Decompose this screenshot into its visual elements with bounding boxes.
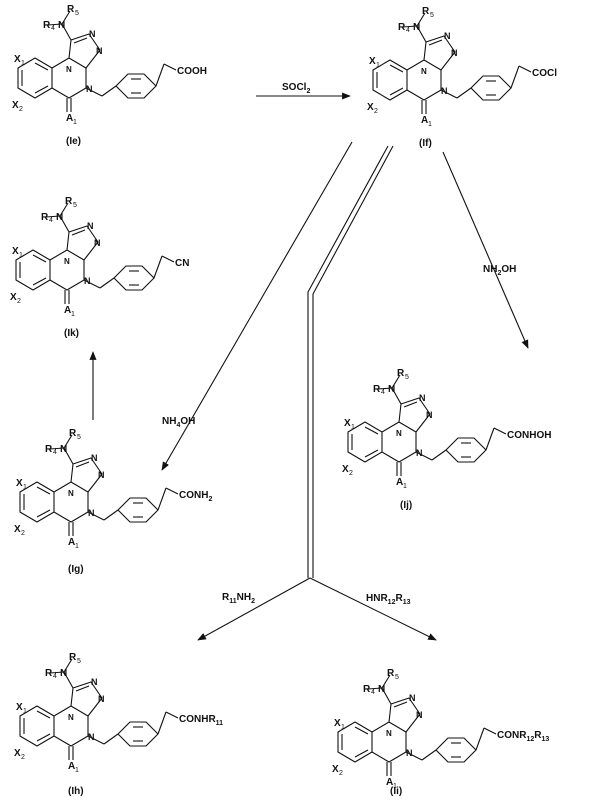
x1-subscript: 1	[351, 424, 355, 431]
reagent-nh2oh: NH2OH	[483, 264, 516, 277]
label-ih: (Ih)	[68, 786, 84, 797]
arrow-nh4oh	[161, 141, 353, 471]
arrow-hnr12r13	[309, 577, 437, 641]
arrow-nh2oh	[442, 151, 529, 349]
reagent-nh4oh: NH4OH	[162, 416, 195, 429]
x2-subscript: 2	[21, 530, 25, 537]
x2-subscript: 2	[17, 298, 21, 305]
conr12r13-group: CONR12R13	[497, 730, 549, 743]
compound-ii: 4 5 1 2 1 CONR12R13 (Ii)	[331, 667, 549, 797]
x1-subscript: 1	[21, 60, 25, 67]
branch-double-line	[307, 145, 394, 578]
label-ii: (Ii)	[390, 786, 402, 797]
compound-ie: 4 5 1 2 1 COOH (Ie)	[11, 3, 207, 147]
arrow-r11nh2	[197, 577, 311, 641]
r5-subscript: 5	[77, 434, 81, 441]
x2-subscript: 2	[349, 470, 353, 477]
a1-subscript: 1	[75, 767, 79, 774]
label-ig: (Ig)	[68, 564, 84, 575]
conhoh-group: CONHOH	[507, 430, 551, 441]
label-if: (If)	[419, 138, 432, 149]
x2-subscript: 2	[339, 770, 343, 777]
x2-subscript: 2	[374, 108, 378, 115]
a1-subscript: 1	[71, 311, 75, 318]
reagent-r11nh2: R11NH2	[222, 592, 255, 605]
r4-subscript: 4	[49, 217, 53, 224]
reagent-hnr12r13: HNR12R13	[366, 593, 411, 606]
r5-subscript: 5	[73, 202, 77, 209]
cooh-group: COOH	[177, 66, 207, 77]
a1-subscript: 1	[75, 543, 79, 550]
r5-subscript: 5	[430, 12, 434, 19]
a1-subscript: 1	[403, 483, 407, 490]
label-ij: (Ij)	[400, 500, 412, 511]
x1-subscript: 1	[19, 252, 23, 259]
a1-subscript: 1	[73, 119, 77, 126]
r4-subscript: 4	[51, 25, 55, 32]
compound-ik: 4 5 1 2 1 CN (Ik)	[9, 195, 189, 339]
r4-subscript: 4	[371, 689, 375, 696]
a1-subscript: 1	[428, 121, 432, 128]
compound-ih: 4 5 1 2 1 CONHR11 (Ih)	[13, 651, 223, 797]
x1-subscript: 1	[341, 724, 345, 731]
label-ik: (Ik)	[64, 328, 79, 339]
label-ie: (Ie)	[66, 136, 81, 147]
conh2-group: CONH2	[179, 490, 212, 503]
a1-subscript: 1	[393, 783, 397, 790]
x1-subscript: 1	[23, 484, 27, 491]
r5-subscript: 5	[77, 658, 81, 665]
reagent-socl2: SOCl2	[282, 82, 310, 95]
r4-subscript: 4	[406, 27, 410, 34]
conhr11-group: CONHR11	[179, 714, 223, 727]
r5-subscript: 5	[75, 10, 79, 17]
x2-subscript: 2	[21, 754, 25, 761]
cocl-group: COCl	[532, 68, 557, 79]
compound-ig: 4 5 1 2 1 CONH2 (Ig)	[13, 427, 212, 575]
r4-subscript: 4	[53, 449, 57, 456]
x1-subscript: 1	[376, 62, 380, 69]
r4-subscript: 4	[53, 673, 57, 680]
r5-subscript: 5	[395, 674, 399, 681]
r5-subscript: 5	[405, 374, 409, 381]
compound-ij: 4 5 1 2 1 CONHOH (Ij)	[341, 367, 551, 511]
cn-group: CN	[175, 258, 189, 269]
compound-if: 4 5 1 2 1 COCl (If)	[366, 5, 557, 149]
x1-subscript: 1	[23, 708, 27, 715]
x2-subscript: 2	[19, 106, 23, 113]
r4-subscript: 4	[381, 389, 385, 396]
